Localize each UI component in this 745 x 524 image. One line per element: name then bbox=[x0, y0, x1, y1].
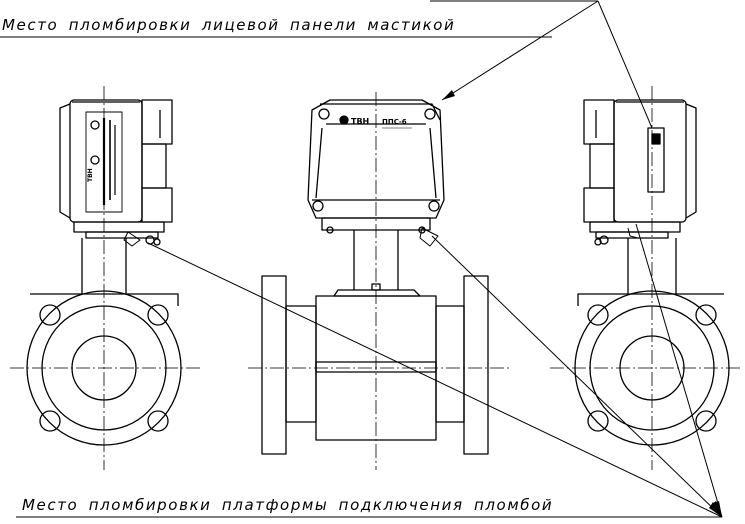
leader-lines bbox=[0, 0, 723, 518]
brand-logo-text: ТВН bbox=[351, 117, 369, 126]
label-platform-sealing: Место пломбировки платформы подключения … bbox=[22, 496, 554, 514]
center-lines bbox=[10, 86, 742, 470]
model-text: ППС-6 bbox=[382, 118, 407, 126]
side-brand-text: ТВН bbox=[87, 168, 94, 182]
leader-arrowheads bbox=[442, 90, 722, 517]
left-view: ТВН bbox=[26, 99, 182, 446]
label-face-panel-sealing: Место пломбировки лицевой панели мастико… bbox=[2, 16, 456, 34]
front-view: ТВН ППС-6 bbox=[261, 99, 489, 455]
right-view bbox=[574, 99, 730, 446]
